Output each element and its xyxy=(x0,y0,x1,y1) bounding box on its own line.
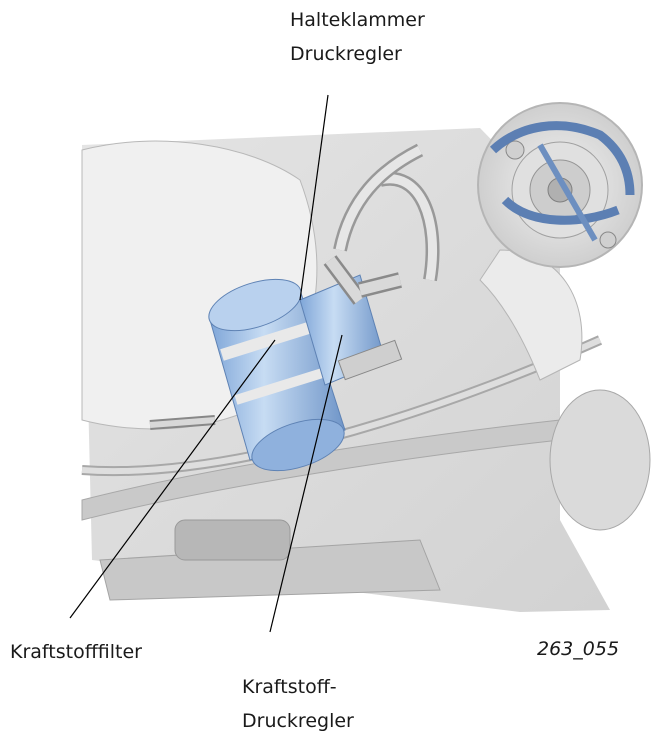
label-regulator-line1: Kraftstoff- xyxy=(242,670,354,704)
label-clip-line1: Halteklammer xyxy=(290,3,425,37)
figure-number: 263_055 xyxy=(537,638,619,660)
label-regulator-line2: Druckregler xyxy=(242,704,354,738)
detail-inset xyxy=(478,103,642,267)
label-fuel-filter: Kraftstofffilter xyxy=(10,635,142,669)
label-clip-line2: Druckregler xyxy=(290,37,425,71)
label-fuel-pressure-regulator: Kraftstoff- Druckregler xyxy=(242,670,354,738)
label-clip-regulator: Halteklammer Druckregler xyxy=(290,3,425,71)
